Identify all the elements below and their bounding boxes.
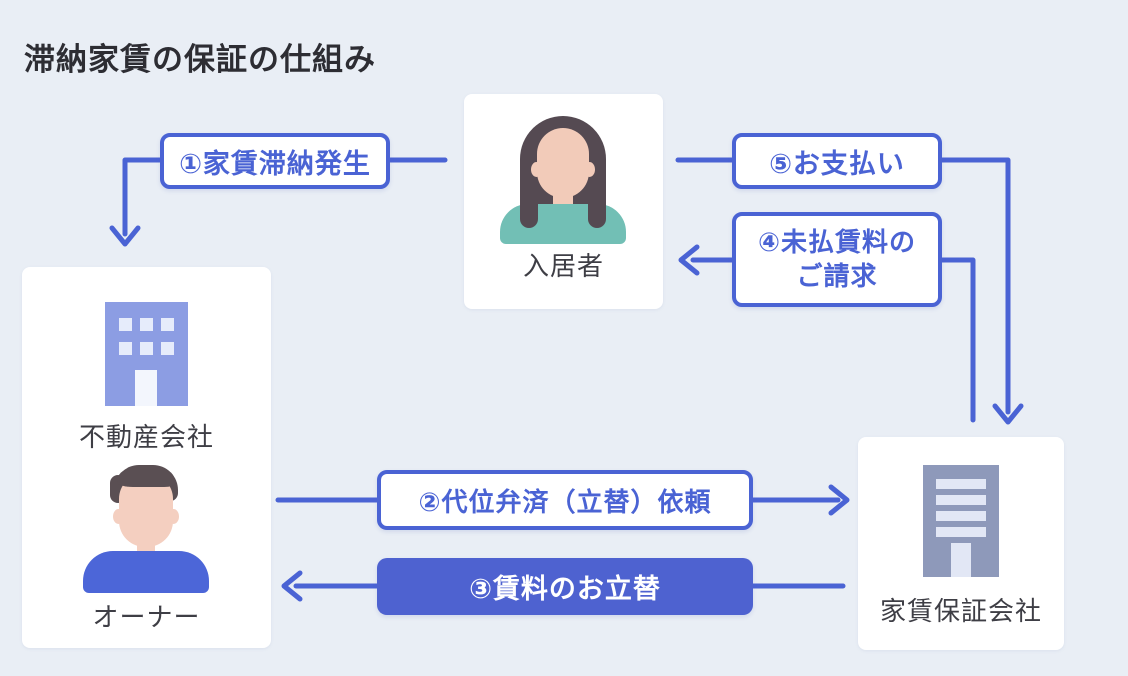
arrow-left-step4-icon [678, 244, 700, 276]
tenant-card: 入居者 [464, 94, 663, 309]
flow-box-step2: ②代位弁済（立替）依頼 [377, 470, 753, 530]
building-window [140, 342, 153, 355]
arrow-left-step3-icon [281, 570, 303, 602]
flow-box-step4: ④未払賃料の ご請求 [732, 212, 942, 307]
building-window [936, 479, 986, 489]
owner-hair-fringe [117, 469, 175, 487]
tenant-ear [531, 162, 542, 177]
tenant-hair-strand [588, 174, 606, 228]
flow-box-step3: ③賃料のお立替 [377, 558, 753, 615]
guarantor-building-icon [923, 465, 999, 577]
owner-label: オーナー [92, 602, 201, 632]
building-door [135, 370, 157, 406]
owner-ear [168, 509, 179, 524]
flow-box-step5: ⑤お支払い [732, 133, 942, 189]
arrow-right-step2-icon [828, 484, 850, 516]
building-window [936, 511, 986, 521]
flow-box-step1: ①家賃滞納発生 [160, 133, 390, 189]
page-title: 滞納家賃の保証の仕組み [24, 42, 376, 77]
tenant-label: 入居者 [522, 251, 604, 281]
tenant-avatar-icon [498, 116, 628, 244]
connector-step5-line [939, 157, 1011, 415]
building-window [161, 342, 174, 355]
guarantor-card: 家賃保証会社 [858, 437, 1064, 650]
owner-ear [113, 509, 124, 524]
owner-avatar-icon [81, 465, 211, 593]
arrow-down-step5-icon [992, 403, 1024, 425]
tenant-hair-strand [520, 174, 538, 228]
realtor-owner-card: 不動産会社 オーナー [22, 267, 271, 648]
arrow-down-step1-icon [109, 225, 141, 247]
owner-shirt [83, 551, 209, 593]
realtor-building-icon [105, 302, 188, 406]
building-window [119, 342, 132, 355]
tenant-face [537, 128, 589, 198]
building-window [936, 495, 986, 505]
tenant-ear [584, 162, 595, 177]
realtor-label: 不動産会社 [78, 422, 214, 452]
building-window [161, 318, 174, 331]
connector-step1-line [122, 157, 163, 237]
building-window [140, 318, 153, 331]
guarantor-label: 家賃保証会社 [879, 596, 1042, 626]
building-window [936, 527, 986, 537]
tenant-shirt [500, 204, 626, 244]
connector-step4-line [939, 257, 976, 423]
building-door [951, 543, 971, 577]
building-window [119, 318, 132, 331]
